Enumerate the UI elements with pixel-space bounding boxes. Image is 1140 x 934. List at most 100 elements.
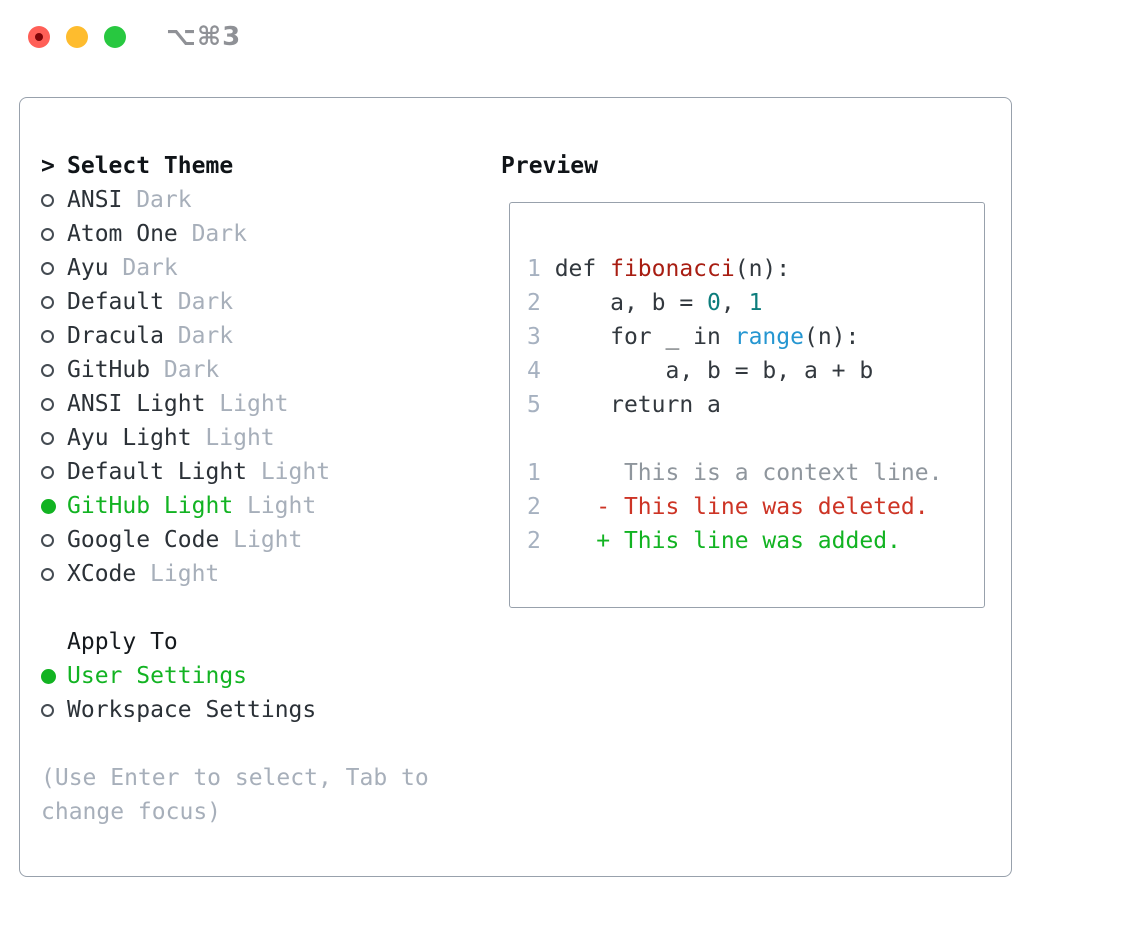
code-token: return a [554,392,721,418]
theme-option-default[interactable]: Default Dark [41,285,496,319]
code-token: def [554,256,611,282]
theme-variant: Dark [163,357,220,383]
theme-variant: Light [233,527,303,553]
theme-option-xcode[interactable]: XCode Light [41,557,496,591]
select-theme-header: > Select Theme [41,149,496,183]
spacer [41,591,496,625]
theme-name: GitHub Light [67,493,234,519]
code-token: 1 [748,290,763,316]
apply-option-label: User Settings [67,663,248,689]
apply-option-label: Workspace Settings [67,697,317,723]
minimize-button[interactable] [66,26,88,48]
theme-variant: Light [246,493,317,519]
theme-name: ANSI Light [67,391,206,417]
theme-name: Ayu Light [67,425,192,451]
code-token: (n): [734,256,791,282]
theme-variant: Light [205,425,275,451]
theme-name: Default [67,289,164,315]
diff-text: - This line was deleted. [540,494,929,520]
preview-title: Preview [501,153,598,179]
code-line: 1 def fibonacci(n): [527,252,984,286]
theme-name: Default Light [67,459,248,485]
radio-icon [41,533,67,547]
theme-name: Ayu [67,255,109,281]
radio-selected-icon [41,498,67,514]
theme-option-github-light[interactable]: GitHub Light Light [41,489,496,523]
window-title: ⌥⌘3 [166,22,242,52]
code-token: a, b = [554,290,708,316]
line-number: 2 [527,290,555,316]
code-line: 3 for _ in range(n): [527,320,984,354]
radio-selected-icon [41,668,67,684]
radio-icon [41,363,67,377]
blank-line [527,422,984,456]
code-token: , [720,290,749,316]
radio-icon [41,329,67,343]
theme-option-google-code[interactable]: Google Code Light [41,523,496,557]
apply-option-user-settings[interactable]: User Settings [41,659,496,693]
diff-text: This is a context line. [540,460,943,486]
radio-icon [41,465,67,479]
select-theme-title: Select Theme [67,153,234,179]
spacer [41,727,496,761]
help-text: (Use Enter to select, Tab to change focu… [41,765,429,825]
line-number: 1 [527,460,541,486]
theme-name: GitHub [67,357,151,383]
cursor-icon: > [41,153,55,179]
diff-line-added: 2 + This line was added. [527,524,984,558]
theme-option-ansi[interactable]: ANSI Dark [41,183,496,217]
theme-option-github[interactable]: GitHub Dark [41,353,496,387]
code-token: range [734,324,804,350]
line-number: 2 [527,528,541,554]
code-line: 2 a, b = 0, 1 [527,286,984,320]
radio-icon [41,193,67,207]
theme-variant: Light [150,561,220,587]
radio-icon [41,431,67,445]
theme-variant: Dark [177,289,234,315]
theme-option-ayu[interactable]: Ayu Dark [41,251,496,285]
theme-name: Dracula [67,323,164,349]
radio-icon [41,227,67,241]
theme-name: ANSI [67,187,123,213]
zoom-button[interactable] [104,26,126,48]
line-number: 4 [527,358,555,384]
radio-icon [41,567,67,581]
theme-option-ayu-light[interactable]: Ayu Light Light [41,421,496,455]
code-line: 5 return a [527,388,984,422]
line-number: 3 [527,324,555,350]
code-token: fibonacci [610,256,735,282]
close-button[interactable] [28,26,50,48]
titlebar: ⌥⌘3 [0,0,1140,74]
diff-line-context: 1 This is a context line. [527,456,984,490]
theme-option-ansi-light[interactable]: ANSI Light Light [41,387,496,421]
code-token: a, b = b, a + b [554,358,874,384]
code-token: 0 [707,290,721,316]
code-token: for _ in [554,324,735,350]
radio-icon [41,703,67,717]
theme-variant: Light [219,391,289,417]
theme-variant: Dark [122,255,178,281]
apply-option-workspace-settings[interactable]: Workspace Settings [41,693,496,727]
theme-name: Google Code [67,527,220,553]
theme-name: Atom One [67,221,178,247]
line-number: 1 [527,256,555,282]
apply-to-header: Apply To [41,625,496,659]
diff-line-deleted: 2 - This line was deleted. [527,490,984,524]
theme-variant: Dark [136,187,192,213]
theme-variant: Dark [177,323,234,349]
diff-text: + This line was added. [540,528,901,554]
radio-icon [41,397,67,411]
theme-option-dracula[interactable]: Dracula Dark [41,319,496,353]
theme-name: XCode [67,561,137,587]
radio-icon [41,261,67,275]
line-number: 2 [527,494,541,520]
apply-to-title: Apply To [67,629,178,655]
